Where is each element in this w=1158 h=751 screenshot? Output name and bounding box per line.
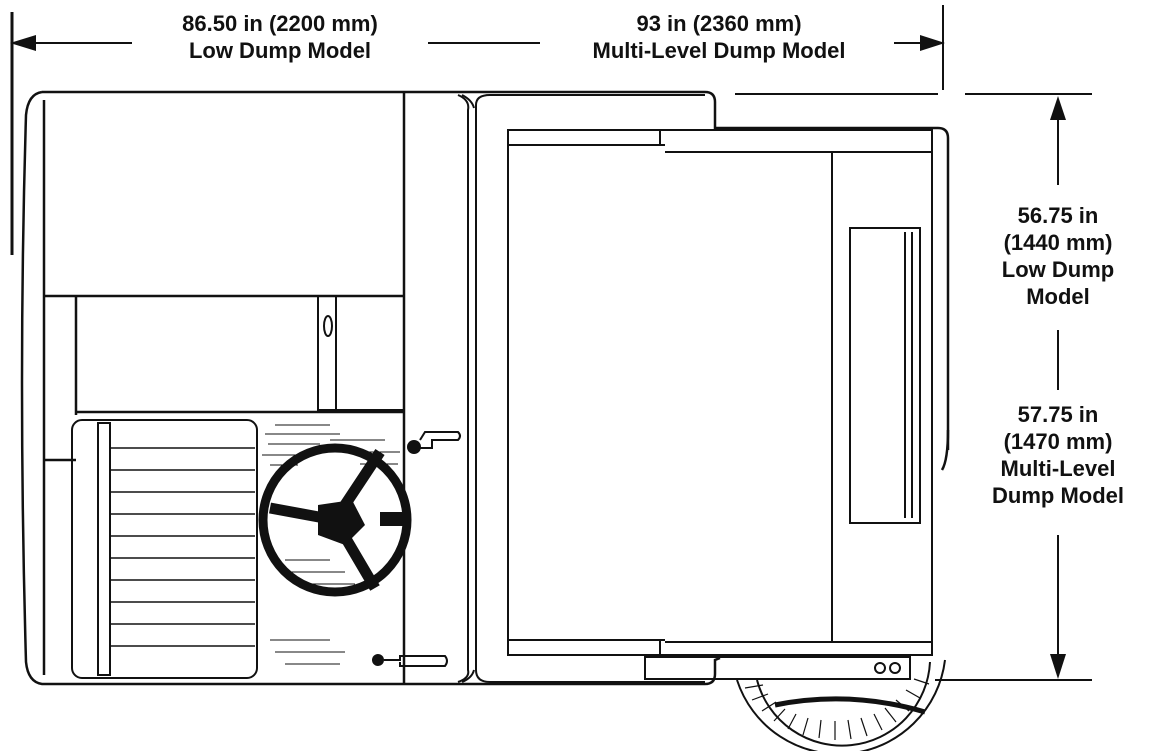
width-low-dump-value: 56.75 in (1017, 203, 1099, 228)
length-multi-level-model: Multi-Level Dump Model (592, 38, 846, 63)
operator-seat (71, 419, 258, 679)
width-low-dump-metric: (1440 mm) (1003, 230, 1113, 255)
length-low-dump-value: 86.50 in (2200 mm) (182, 11, 378, 36)
width-multi-level-model-2: Dump Model (992, 483, 1124, 508)
width-multi-level-label: 57.75 in (1470 mm) Multi-Level Dump Mode… (984, 401, 1132, 509)
width-multi-level-model-1: Multi-Level (1000, 456, 1116, 481)
machine-outline (20, 90, 950, 686)
hopper-section (457, 94, 933, 683)
width-multi-level-metric: (1470 mm) (1003, 429, 1113, 454)
width-multi-level-value: 57.75 in (1017, 402, 1099, 427)
width-low-dump-model-1: Low Dump (1001, 257, 1115, 282)
width-dimension-lines (735, 93, 1092, 681)
length-low-dump-label: 86.50 in (2200 mm) Low Dump Model (132, 10, 428, 64)
length-multi-level-value: 93 in (2360 mm) (636, 11, 802, 36)
length-low-dump-model: Low Dump Model (188, 38, 372, 63)
engine-cover (317, 295, 405, 411)
length-dimension-lines (10, 5, 945, 255)
side-brush-assembly (644, 656, 946, 751)
steering-wheel (258, 443, 412, 597)
width-low-dump-model-2: Model (1026, 284, 1090, 309)
length-multi-level-label: 93 in (2360 mm) Multi-Level Dump Model (544, 10, 894, 64)
width-low-dump-label: 56.75 in (1440 mm) Low Dump Model (988, 202, 1128, 310)
control-levers (372, 431, 461, 667)
